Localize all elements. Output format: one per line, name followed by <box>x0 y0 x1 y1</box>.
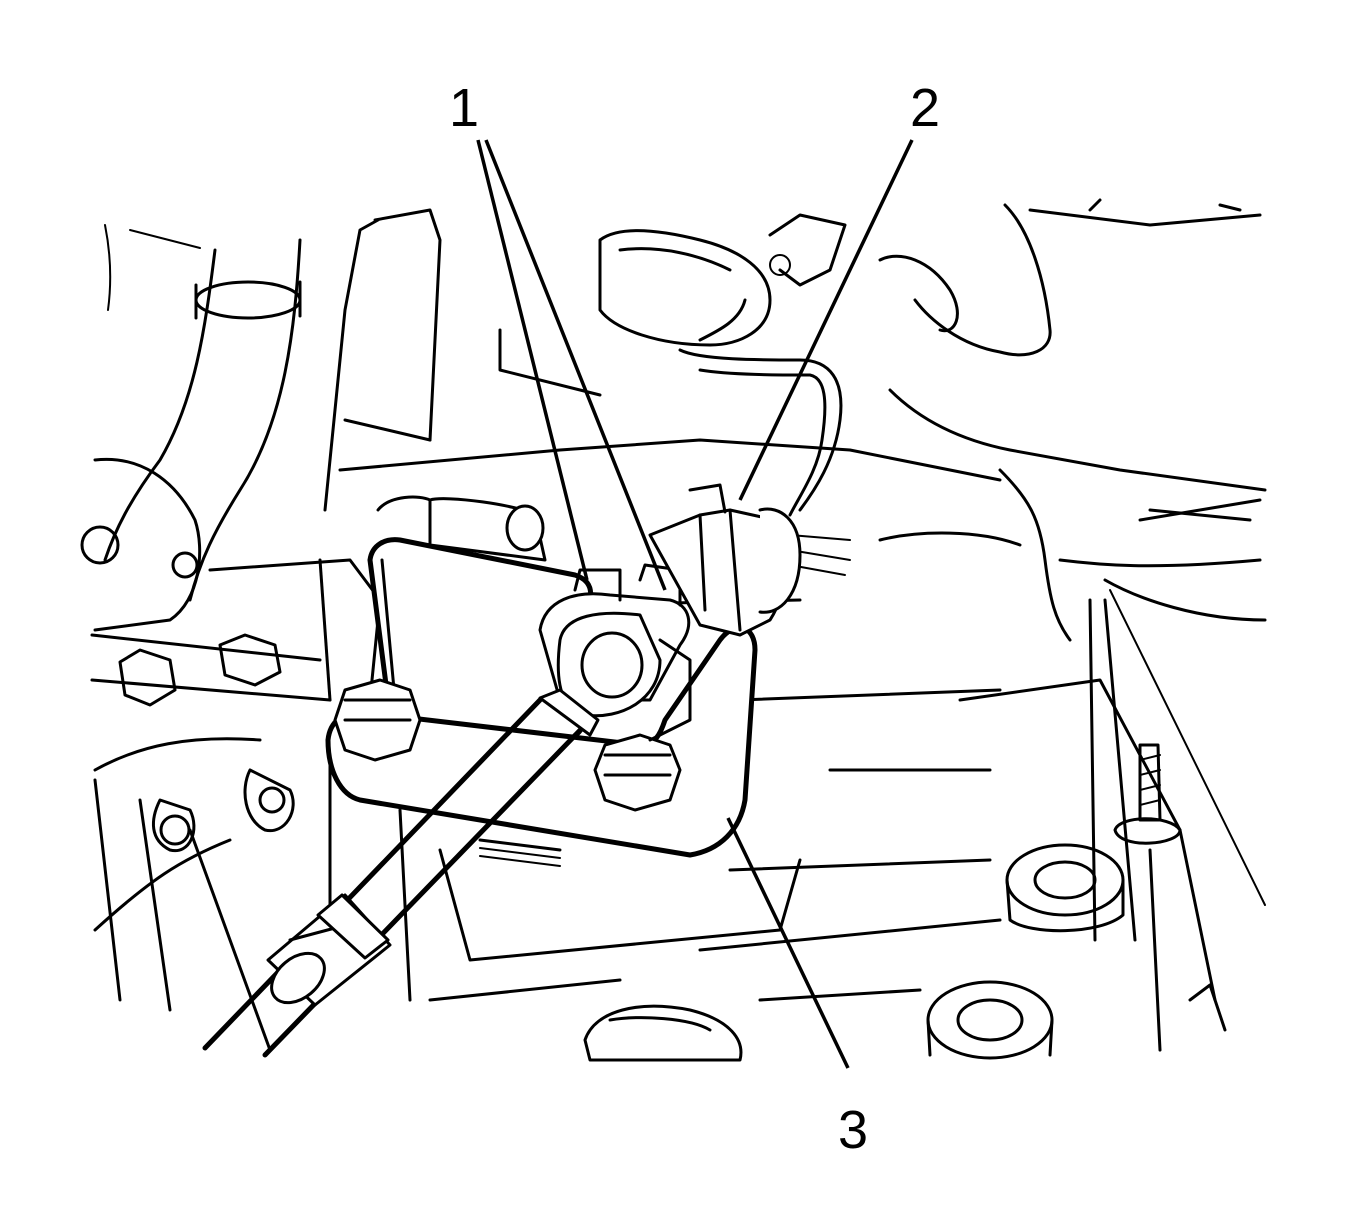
callout-1-leader-b <box>484 139 667 591</box>
callout-leaders <box>476 139 914 1069</box>
shift-cable-bracket <box>325 495 758 858</box>
shift-cable <box>202 688 600 1058</box>
transmission-housing <box>93 558 1227 1062</box>
background-components <box>80 198 1267 906</box>
callout-1: 1 <box>449 78 479 138</box>
callout-3-leader <box>726 817 850 1069</box>
callout-3: 3 <box>838 1100 868 1160</box>
callout-2-leader <box>738 139 914 501</box>
callout-labels: 1 2 3 <box>449 78 940 1160</box>
callout-1-leader-a <box>476 139 589 581</box>
shift-cable-end <box>538 483 802 742</box>
callout-2: 2 <box>910 78 940 138</box>
